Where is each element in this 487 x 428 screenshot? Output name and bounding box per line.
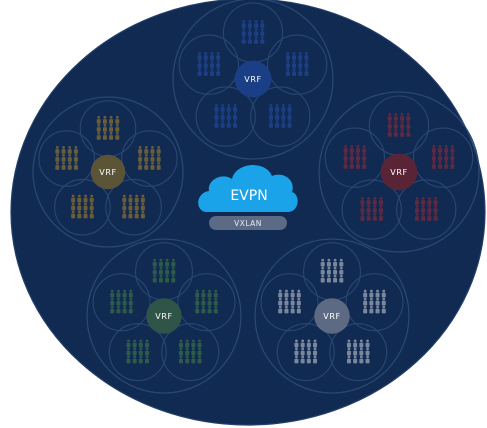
tenant-ring	[341, 179, 402, 240]
tenant-ring	[108, 323, 167, 382]
tenant-ring	[177, 273, 236, 332]
tenant-ring	[266, 34, 328, 95]
vrf-node	[380, 153, 418, 191]
tenant-group	[266, 34, 328, 95]
vxlan-label: VXLAN	[234, 219, 262, 228]
tenant-group	[260, 273, 319, 332]
tenant-group	[195, 86, 256, 147]
tenant-ring	[105, 178, 162, 236]
tenant-group	[161, 323, 220, 382]
server-icon	[346, 339, 370, 364]
server-icon	[110, 289, 133, 314]
tenant-group	[412, 127, 474, 188]
evpn-label: EVPN	[230, 188, 267, 204]
vrf-label: VRF	[323, 312, 340, 321]
server-icon	[294, 339, 318, 364]
server-icon	[197, 52, 221, 76]
server-icon	[343, 145, 367, 169]
tenant-group	[329, 323, 388, 382]
cluster-ring	[318, 91, 480, 253]
tenant-group	[38, 130, 95, 187]
tenant-group	[250, 86, 311, 147]
tenant-group	[92, 273, 151, 332]
tenant-group	[345, 273, 404, 332]
tenant-ring	[260, 273, 319, 332]
tenant-ring	[161, 323, 220, 382]
server-icon	[268, 103, 292, 128]
tenant-ring	[396, 179, 457, 240]
vrf-node	[90, 154, 126, 190]
vrf-node	[146, 298, 182, 334]
vrf-cluster-left: VRF	[32, 96, 184, 248]
vrf-cluster-bottom-left: VRF	[86, 238, 242, 394]
vrf-label: VRF	[99, 168, 116, 177]
tenant-ring	[276, 323, 335, 382]
server-icon	[71, 194, 94, 219]
server-icon	[195, 289, 218, 314]
tenant-ring	[324, 127, 386, 188]
server-icon	[178, 339, 202, 364]
tenant-ring	[195, 86, 256, 147]
cluster-ring	[32, 96, 184, 248]
server-icon	[431, 145, 455, 169]
tenant-group	[222, 2, 284, 63]
tenant-group	[368, 95, 430, 156]
server-icon	[363, 289, 386, 314]
server-icon	[387, 113, 411, 137]
tenant-group	[121, 130, 178, 187]
server-icon	[96, 115, 120, 140]
server-icon	[360, 196, 384, 221]
tenant-ring	[329, 323, 388, 382]
evpn-center: EVPN VXLAN	[198, 165, 298, 230]
tenant-ring	[178, 34, 240, 95]
vrf-clusters: VRF VRF VRF VRF VRF	[32, 0, 480, 394]
server-icon	[285, 52, 309, 76]
tenant-ring	[412, 127, 474, 188]
server-icon	[278, 289, 301, 314]
cluster-ring	[254, 238, 410, 394]
tenant-ring	[345, 273, 404, 332]
server-icon	[414, 196, 438, 221]
network-disc	[10, 0, 486, 426]
tenant-group	[302, 242, 362, 301]
vrf-cluster-top: VRF	[172, 0, 334, 160]
tenant-group	[105, 178, 162, 236]
server-icon	[320, 258, 344, 283]
vrf-cluster-right: VRF	[318, 91, 480, 253]
tenant-ring	[250, 86, 311, 147]
tenant-group	[178, 34, 240, 95]
server-icon	[241, 20, 265, 44]
vrf-label: VRF	[390, 168, 407, 177]
tenant-ring	[121, 130, 178, 187]
tenant-ring	[54, 178, 111, 236]
vrf-cluster-bottom-right: VRF	[254, 238, 410, 394]
vrf-node	[314, 298, 350, 334]
cloud-icon	[198, 165, 298, 212]
tenant-group	[108, 323, 167, 382]
tenant-group	[276, 323, 335, 382]
tenant-group	[341, 179, 402, 240]
tenant-group	[54, 178, 111, 236]
server-icon	[138, 145, 161, 170]
server-icon	[55, 145, 78, 170]
cluster-ring	[172, 0, 334, 160]
tenant-group	[177, 273, 236, 332]
server-icon	[214, 103, 238, 128]
tenant-ring	[92, 273, 151, 332]
vxlan-bar	[209, 216, 287, 230]
server-icon	[152, 258, 176, 283]
cluster-ring	[86, 238, 242, 394]
tenant-ring	[38, 130, 95, 187]
vrf-label: VRF	[244, 75, 261, 84]
vrf-node	[234, 60, 272, 98]
tenant-group	[396, 179, 457, 240]
tenant-group	[324, 127, 386, 188]
server-icon	[122, 194, 145, 219]
server-icon	[126, 339, 150, 364]
vrf-label: VRF	[155, 312, 172, 321]
